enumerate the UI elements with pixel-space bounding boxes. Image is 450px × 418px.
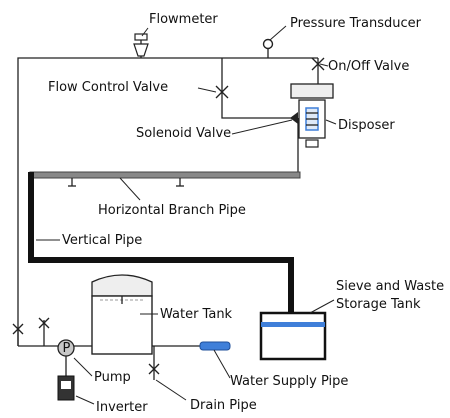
- flow-control-valve-icon: [215, 85, 229, 99]
- flowmeter-icon: [133, 33, 149, 58]
- flow-control-valve-label: Flow Control Valve: [48, 80, 168, 95]
- vertical-pipe-icon: [28, 172, 294, 313]
- leader-lines: [36, 25, 337, 405]
- solenoid-valve-icon: [290, 112, 298, 124]
- tee-valve-icon: [38, 317, 50, 329]
- on-off-valve-label: On/Off Valve: [328, 59, 409, 74]
- inverter-label: Inverter: [96, 400, 148, 415]
- disposer-icon: [290, 83, 334, 148]
- supply-loop-pipe: [17, 57, 318, 346]
- on-off-valve-icon: [311, 57, 325, 71]
- svg-text:P: P: [63, 341, 71, 356]
- water-supply-pipe-icon: [199, 341, 231, 351]
- vertical-pipe-label: Vertical Pipe: [62, 233, 142, 248]
- horizontal-branch-pipe-icon: [29, 171, 301, 187]
- water-supply-pipe-label: Water Supply Pipe: [230, 374, 348, 389]
- sieve-tank-label-line1: Sieve and Waste: [336, 279, 444, 294]
- solenoid-valve-label: Solenoid Valve: [136, 126, 231, 141]
- water-tank-label: Water Tank: [160, 307, 233, 322]
- horizontal-branch-pipe-label: Horizontal Branch Pipe: [98, 203, 246, 218]
- pump-piping: [17, 320, 200, 380]
- sieve-tank-icon: [259, 311, 327, 361]
- inverter-icon: [57, 356, 75, 401]
- pressure-transducer-icon: [262, 38, 274, 58]
- pump-icon: P: [57, 339, 75, 357]
- drain-pipe-label: Drain Pipe: [190, 398, 257, 413]
- left-valve-icon: [12, 323, 24, 335]
- flowmeter-label: Flowmeter: [149, 12, 218, 27]
- drain-valve-icon: [148, 363, 160, 375]
- water-tank-icon: [91, 274, 153, 355]
- pump-label: Pump: [94, 370, 131, 385]
- pressure-transducer-label: Pressure Transducer: [290, 16, 422, 31]
- disposer-label: Disposer: [338, 118, 395, 133]
- sieve-tank-label-line2: Storage Tank: [336, 297, 421, 312]
- control-branch-pipe: [221, 58, 298, 119]
